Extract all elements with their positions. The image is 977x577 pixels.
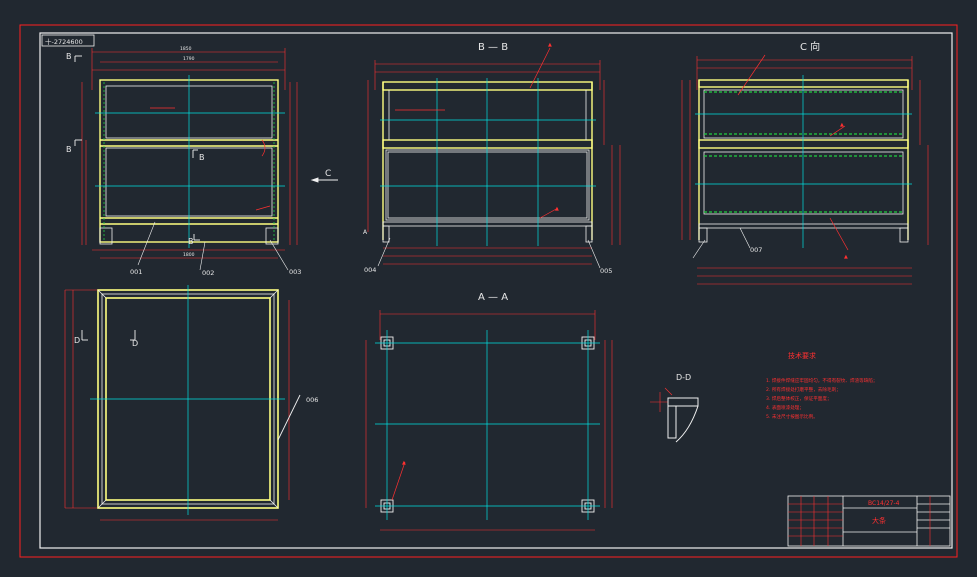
inner-frame: [39, 32, 953, 549]
detail-dd-title: D-D: [676, 373, 691, 382]
view-section-bb: B — B: [310, 42, 621, 275]
note-item-1: 1. 焊接件焊缝应牢固均匀，不得有裂纹、焊渣等缺陷；: [766, 377, 878, 384]
view-c: C 向: [681, 40, 929, 285]
view-front: B B B B 001 002 003 1850 1790 1800: [66, 46, 301, 277]
part-ref-003: 003: [289, 268, 301, 276]
dim-front-2: 1790: [183, 56, 195, 62]
cut-b-mid-label: B: [199, 153, 205, 162]
section-cc-title: C 向: [800, 40, 820, 53]
note-item-5: 5. 未注尺寸按图示比例。: [766, 413, 818, 420]
code-box-text: 十-2724600: [45, 37, 83, 46]
cut-b-left-label: B: [66, 52, 72, 61]
view-section-aa: A — A: [365, 292, 613, 531]
view-c-arrow: [310, 177, 338, 183]
weld-mark-bb-2: ▲: [555, 206, 559, 212]
weld-mark-aa: ▲: [402, 460, 406, 466]
drawing-number: BC14/27-4: [868, 500, 900, 507]
part-ref-007: 007: [750, 246, 762, 254]
cut-d-left-label: D: [74, 336, 80, 345]
dim-front-1: 1850: [180, 46, 192, 52]
cut-b-left-label-2: B: [66, 145, 72, 154]
section-aa-title: A — A: [478, 292, 508, 303]
part-ref-006: 006: [306, 396, 318, 404]
part-ref-001: 001: [130, 268, 142, 276]
arrow-c-label: C: [325, 169, 331, 179]
outer-border: [19, 24, 958, 558]
cut-b-bottom-label: B: [188, 237, 194, 246]
title-block: BC14/27-4 大条: [787, 495, 951, 547]
weld-mark-c-1: ▲: [840, 122, 844, 128]
view-plan: D D 006: [64, 285, 318, 521]
cut-d-right-label: D: [132, 339, 138, 348]
view-detail-dd: D-D: [650, 373, 699, 443]
note-item-3: 3. 焊后整体校正，保证平面度；: [766, 395, 832, 402]
notes-heading: 技术要求: [788, 351, 816, 360]
weld-mark-bb-1: ▲: [548, 42, 552, 48]
weld-mark-c-2: ▲: [844, 254, 848, 260]
part-ref-004: 004: [364, 266, 376, 274]
cut-a-label: A: [363, 229, 368, 236]
note-item-2: 2. 所有焊接处打磨平整，去除毛刺；: [766, 386, 841, 393]
part-ref-005: 005: [600, 267, 612, 275]
technical-notes: 技术要求 1. 焊接件焊缝应牢固均匀，不得有裂纹、焊渣等缺陷； 2. 所有焊接处…: [766, 351, 878, 420]
code-box: 十-2724600: [41, 34, 95, 47]
part-ref-002: 002: [202, 269, 214, 277]
part-name: 大条: [872, 516, 886, 525]
section-bb-title: B — B: [478, 42, 508, 53]
dim-front-3: 1800: [183, 252, 195, 258]
note-item-4: 4. 表面喷漆处理；: [766, 404, 804, 411]
